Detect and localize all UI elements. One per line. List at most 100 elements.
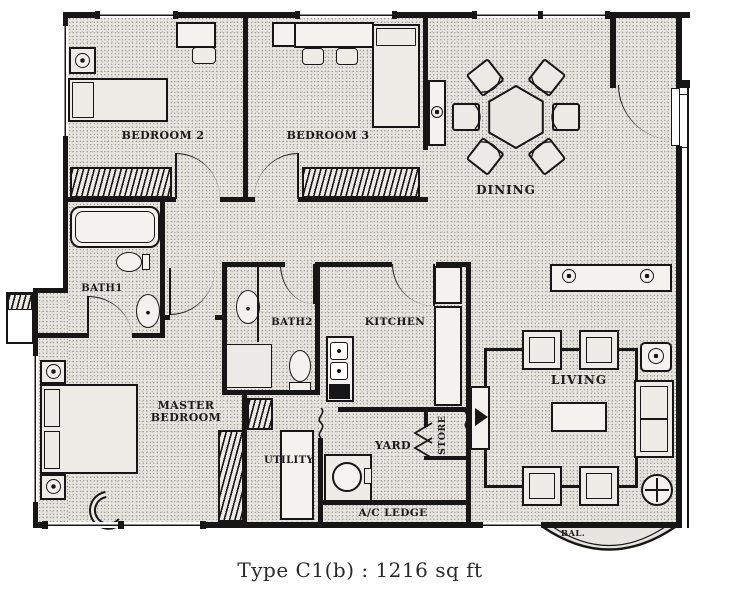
wall-tick — [295, 11, 300, 19]
store-folding-door — [413, 422, 433, 459]
wall — [222, 262, 227, 395]
wall — [676, 146, 682, 528]
wash-basin — [136, 294, 160, 328]
wall — [33, 288, 68, 293]
wall — [466, 262, 471, 522]
wall-tick — [173, 11, 178, 19]
wall — [424, 456, 466, 460]
nightstand — [40, 474, 66, 500]
wall-tick — [95, 11, 100, 19]
partition — [257, 267, 259, 342]
desk-chair — [302, 48, 324, 65]
wall — [423, 12, 428, 150]
wall-outer-line — [687, 85, 689, 528]
room-label-bedroom3: BEDROOM 3 — [286, 129, 370, 142]
cabinet — [272, 22, 298, 47]
room-label-living: LIVING — [550, 373, 608, 387]
room-label-ac-ledge: A/C LEDGE — [358, 507, 428, 519]
table-lamp — [46, 479, 61, 494]
wall-tick — [605, 11, 610, 19]
wall — [610, 12, 616, 88]
wardrobe — [302, 167, 420, 198]
wall — [318, 438, 323, 522]
room-label-dining: DINING — [476, 183, 536, 197]
wall-tick — [538, 11, 543, 19]
table-lamp — [75, 53, 90, 68]
armchair-cushion — [586, 337, 612, 363]
exterior-ledge-hatch — [8, 294, 32, 310]
tv — [475, 408, 488, 426]
window — [45, 522, 203, 528]
wardrobe — [218, 430, 244, 522]
utility-cabinet — [280, 430, 314, 520]
plant-cross — [656, 478, 658, 502]
wall-opening-squiggle — [464, 400, 470, 428]
door-leaf — [433, 264, 435, 306]
wall — [681, 80, 690, 88]
washer-drum — [332, 462, 362, 492]
toilet-cistern — [142, 254, 150, 270]
wardrobe — [70, 167, 172, 198]
desk — [294, 22, 374, 48]
wall — [424, 407, 428, 427]
desk-chair — [336, 48, 358, 65]
wash-basin — [236, 290, 260, 324]
wall-tick — [392, 11, 397, 19]
room-label-store: STORE — [437, 415, 448, 455]
wall — [242, 395, 247, 522]
table-lamp — [648, 348, 664, 364]
wall — [63, 197, 176, 202]
hob-burner — [330, 362, 348, 380]
room-label-kitchen: KITCHEN — [364, 316, 426, 328]
wall — [132, 333, 165, 338]
table-lamp — [640, 269, 654, 283]
wall — [318, 262, 392, 267]
wall — [424, 407, 466, 412]
window — [63, 25, 68, 137]
toilet — [116, 252, 142, 272]
toilet — [289, 350, 311, 382]
utility-shelf — [247, 398, 273, 430]
wall — [33, 333, 88, 338]
window — [33, 355, 38, 503]
kitchen-sink — [329, 384, 350, 399]
wall — [243, 12, 248, 202]
door-leaf — [313, 264, 315, 304]
plan-caption: Type C1(b) : 1216 sq ft — [237, 558, 483, 582]
table-lamp — [46, 364, 61, 379]
kitchen-counter — [434, 306, 462, 406]
table-lamp — [562, 269, 576, 283]
sofa-divider — [640, 418, 668, 420]
room-label-bath1: BATH1 — [81, 283, 123, 294]
coffee-table — [551, 402, 607, 432]
wall — [436, 262, 471, 267]
wall — [160, 315, 170, 320]
wall — [318, 500, 466, 505]
refrigerator — [434, 266, 462, 304]
armchair-cushion — [529, 337, 555, 363]
room-label-bath2: BATH2 — [271, 317, 313, 328]
desk — [176, 22, 216, 48]
pillow — [44, 389, 60, 427]
room-label-yard: YARD — [375, 439, 411, 452]
dining-table-and-chairs — [452, 59, 580, 175]
wall — [222, 262, 285, 267]
shower-tray — [226, 344, 272, 388]
wall-tick — [118, 521, 124, 529]
wall-tick — [42, 521, 48, 529]
bathtub — [70, 206, 160, 248]
pillow — [72, 82, 94, 118]
wall-opening-squiggle — [318, 408, 324, 438]
armchair-cushion — [586, 473, 612, 499]
wall — [220, 197, 255, 202]
room-label-master-bedroom: MASTER BEDROOM — [150, 399, 222, 425]
table-lamp — [431, 106, 443, 118]
washer-control — [364, 468, 372, 484]
desk-chair — [192, 47, 216, 64]
window — [298, 12, 395, 18]
window — [482, 522, 542, 528]
room-label-balcony: BAL. — [560, 529, 586, 539]
wall — [63, 12, 68, 293]
wall — [676, 12, 682, 88]
armchair-cushion — [529, 473, 555, 499]
